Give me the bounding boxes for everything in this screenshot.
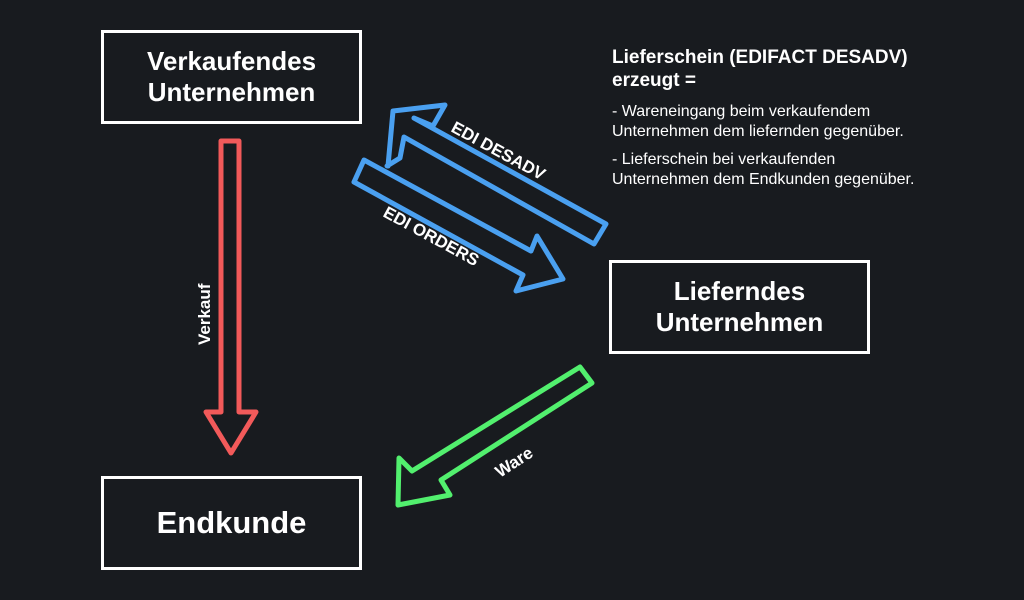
edi-desadv-arrow-shape (384, 102, 609, 247)
ware-arrow-shape (395, 364, 595, 508)
verkauf-arrow: Verkauf (195, 138, 259, 456)
edi-desadv-label: EDI DESADV (448, 118, 549, 185)
supplier-company-label-line1: Lieferndes (673, 275, 806, 306)
info-note: Lieferschein (EDIFACT DESADV) erzeugt = … (612, 46, 1012, 198)
ware-label: Ware (492, 443, 537, 481)
supplier-company-box: Lieferndes Unternehmen (609, 260, 870, 354)
ware-arrow: Ware (395, 364, 595, 508)
verkauf-arrow-shape (203, 138, 259, 456)
seller-company-label-line2: Unternehmen (147, 77, 316, 107)
seller-company-box: Verkaufendes Unternehmen (101, 30, 362, 124)
seller-company-label-line1: Verkaufendes (146, 45, 317, 76)
info-item-line1: - Wareneingang beim verkaufendem (612, 103, 871, 120)
end-customer-box: Endkunde (101, 476, 362, 570)
info-item-line2: Unternehmen dem Endkunden gegenüber. (612, 171, 915, 188)
info-title: Lieferschein (EDIFACT DESADV) erzeugt = (612, 46, 1012, 92)
end-customer-label: Endkunde (156, 505, 307, 541)
info-item: - Lieferschein bei verkaufenden Unterneh… (612, 150, 1012, 190)
info-item-line2: Unternehmen dem liefernden gegenüber. (612, 123, 904, 140)
verkauf-label: Verkauf (195, 283, 214, 345)
edi-orders-label: EDI ORDERS (380, 203, 482, 270)
info-item: - Wareneingang beim verkaufendem Unterne… (612, 102, 1012, 142)
info-item-line1: - Lieferschein bei verkaufenden (612, 151, 836, 168)
supplier-company-label-line2: Unternehmen (655, 307, 824, 337)
edi-orders-arrow-shape (351, 157, 566, 294)
info-title-line1: Lieferschein (EDIFACT DESADV) (612, 47, 908, 68)
info-title-line2: erzeugt = (612, 70, 696, 91)
